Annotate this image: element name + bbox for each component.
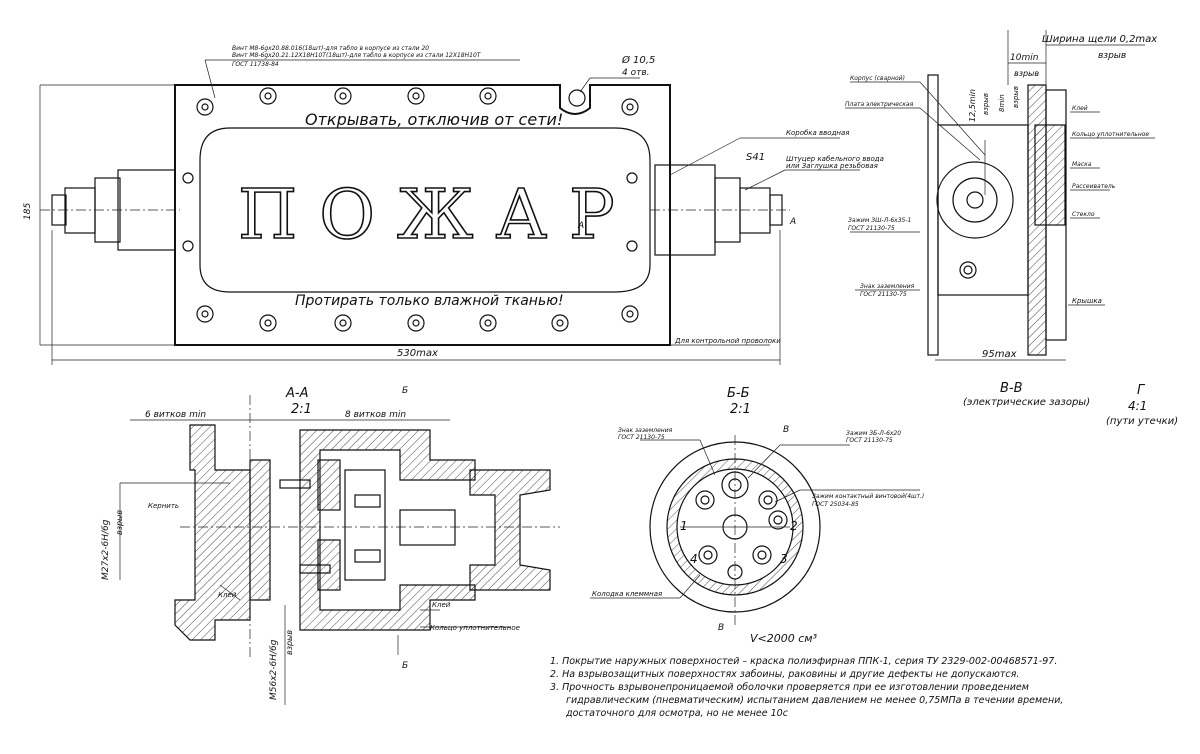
contact-clamp: Зажим контактный винтовой(4шт.) xyxy=(812,493,924,500)
hole-count: 4 отв. xyxy=(622,68,650,78)
screw-note-2: Винт М8-6gх20.21.12Х18Н10Т(18шт)-для таб… xyxy=(232,52,482,59)
screw-note-1: Винт М8-6gх20.88.016(18шт)-для табло в к… xyxy=(232,45,429,52)
dim-125-tag: взрыв xyxy=(982,93,990,115)
diffuser-label: Рассеиватель xyxy=(1072,183,1116,190)
housing-label: Корпус (сварной) xyxy=(850,75,905,82)
section-b-mark-top: Б xyxy=(402,386,408,396)
warning-bottom: Протирать только влажной тканью! xyxy=(295,293,564,309)
section-bb xyxy=(590,435,920,625)
turns-left: 6 витков min xyxy=(145,410,206,420)
section-vv-title: В-В xyxy=(1000,381,1023,396)
width-dim: 530max xyxy=(397,348,438,359)
screw-note-3: ГОСТ 11738-84 xyxy=(232,61,279,68)
note-4: гидравлическим (пневматическим) испытани… xyxy=(566,695,1063,706)
turns-right: 8 витков min xyxy=(345,410,406,420)
section-b-mark-bottom: Б xyxy=(402,661,408,671)
section-g-mark: Г xyxy=(1137,383,1146,398)
hole-diameter: Ø 10,5 xyxy=(621,54,655,66)
size-s41: S41 xyxy=(746,152,765,163)
section-mark-left: А xyxy=(577,221,584,231)
section-bb-scale: 2:1 xyxy=(730,402,751,417)
section-mark-right: А xyxy=(789,217,796,227)
bolts-bottom xyxy=(196,305,639,332)
dim-95: 95max xyxy=(982,349,1017,360)
glue-label-3: Клей xyxy=(1072,105,1088,112)
glue-label: Клей xyxy=(218,591,237,599)
height-dim: 185 xyxy=(23,203,33,220)
dim-10-tag: взрыв xyxy=(1014,69,1039,78)
box-label: Коробка вводная xyxy=(786,129,850,137)
dim-8: 8min xyxy=(998,94,1006,112)
ground-sign-1: Знак заземления xyxy=(618,427,673,434)
note-2: 2. На взрывозащитных поверхностях забоин… xyxy=(550,669,1019,680)
section-g-note: (пути утечки) xyxy=(1106,416,1178,427)
bolts-top xyxy=(196,87,639,116)
terminal-num-2: 2 xyxy=(790,519,798,533)
ground-gost-1: ГОСТ 21130-75 xyxy=(618,434,665,441)
glue-label-2: Клей xyxy=(432,601,451,609)
ground-sign-2: Знак заземления xyxy=(860,283,915,290)
gap-width: Ширина щели 0,2max xyxy=(1042,34,1157,45)
bolts-sides xyxy=(182,172,638,252)
probe-label: Для контрольной проволоки xyxy=(674,337,781,345)
thread-1-tag: взрыв xyxy=(115,510,124,535)
terminal-num-1: 1 xyxy=(680,519,688,533)
thread-2: М56х2-6Н/6g xyxy=(269,639,279,700)
v-mark-top: В xyxy=(783,425,789,435)
thread-1: М27х2-6Н/6g xyxy=(101,519,111,580)
clamp-2-gost: ГОСТ 21130-75 xyxy=(848,225,895,232)
clamp-1: Зажим ЗБ-Л-6х20 xyxy=(846,430,901,437)
ground-gost-2: ГОСТ 21130-75 xyxy=(860,291,907,298)
mask-label: Маска xyxy=(1072,161,1092,168)
dim-125: 12,5min xyxy=(968,89,977,122)
note-3: 3. Прочность взрывонепроницаемой оболочк… xyxy=(550,682,1029,693)
dim-10: 10min xyxy=(1010,53,1039,63)
cover-label: Крышка xyxy=(1072,297,1102,305)
cable-gland-right xyxy=(650,164,790,256)
section-aa-title: А-А xyxy=(285,386,308,401)
board-label: Плата электрическая xyxy=(845,101,914,108)
pozhar-title: ПОЖАР xyxy=(238,176,637,255)
note-1: 1. Покрытие наружных поверхностей – крас… xyxy=(550,656,1057,667)
section-aa-scale: 2:1 xyxy=(291,402,312,417)
thread-2-tag: взрыв xyxy=(285,630,294,655)
terminal-num-4: 4 xyxy=(690,552,698,566)
section-vv-note: (электрические зазоры) xyxy=(963,397,1090,408)
warning-top: Открывать, отключив от сети! xyxy=(305,110,563,129)
ring-label: Кольцо уплотнительное xyxy=(430,624,520,632)
dim-8-tag: взрыв xyxy=(1012,86,1020,108)
core-label: Кернить xyxy=(148,502,179,510)
clamp-2: Зажим ЗШ-Л-6х35-1 xyxy=(848,217,911,224)
gland-label-1: Штуцер кабельного ввода xyxy=(786,155,884,163)
section-aa xyxy=(119,395,560,705)
cable-gland-left xyxy=(40,169,180,251)
clamp-1-gost: ГОСТ 21130-75 xyxy=(846,437,893,444)
section-g-scale: 4:1 xyxy=(1128,399,1147,413)
section-vv xyxy=(845,30,1155,361)
section-bb-title: Б-Б xyxy=(727,386,750,401)
glass-label: Стекло xyxy=(1072,211,1095,218)
terminal-block: Колодка клеммная xyxy=(592,590,662,598)
v-mark-bottom: В xyxy=(718,623,724,633)
contact-gost: ГОСТ 25034-85 xyxy=(812,501,859,508)
volume: V<2000 см³ xyxy=(750,632,818,645)
terminal-num-3: 3 xyxy=(780,552,788,566)
front-view xyxy=(39,59,860,365)
note-5: достаточного для осмотра, но не менее 10… xyxy=(565,708,789,719)
gap-tag: взрыв xyxy=(1098,51,1126,61)
gland-label-2: или Заглушка резьбовая xyxy=(786,162,878,170)
ring-label-2: Кольцо уплотнительное xyxy=(1072,131,1149,138)
